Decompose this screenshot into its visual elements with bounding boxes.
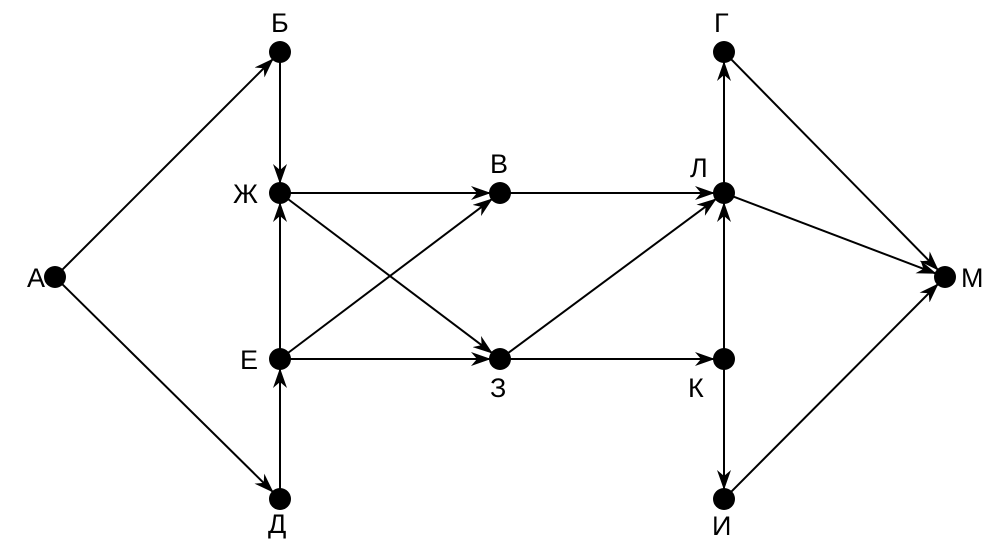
edge-A-B <box>56 57 275 276</box>
node-label-B: Б <box>271 8 289 38</box>
node-label-K: К <box>688 373 704 403</box>
node-label-G: Г <box>714 8 729 38</box>
node-Z <box>489 348 511 370</box>
edge-E-V <box>282 197 494 358</box>
node-label-E: Е <box>240 345 258 375</box>
edge-L-M <box>726 193 937 275</box>
node-D <box>269 488 291 510</box>
node-I <box>713 488 735 510</box>
edge-G-M <box>725 53 940 272</box>
edge-A-D <box>56 278 275 494</box>
node-label-ZH: Ж <box>233 179 258 209</box>
edge-Z-L <box>502 197 718 358</box>
node-label-M: М <box>961 263 984 293</box>
node-label-I: И <box>712 511 731 541</box>
node-label-A: А <box>27 263 45 293</box>
node-B <box>269 41 291 63</box>
node-E <box>269 348 291 370</box>
node-label-Z: З <box>490 373 506 403</box>
node-M <box>934 266 956 288</box>
node-label-D: Д <box>268 509 286 539</box>
node-K <box>713 348 735 370</box>
node-L <box>713 182 735 204</box>
node-label-L: Л <box>690 153 708 183</box>
node-label-V: В <box>490 149 508 179</box>
node-A <box>44 266 66 288</box>
edge-ZH-Z <box>282 194 494 355</box>
edge-I-M <box>725 282 940 498</box>
node-ZH <box>269 182 291 204</box>
node-G <box>713 41 735 63</box>
node-V <box>489 182 511 204</box>
